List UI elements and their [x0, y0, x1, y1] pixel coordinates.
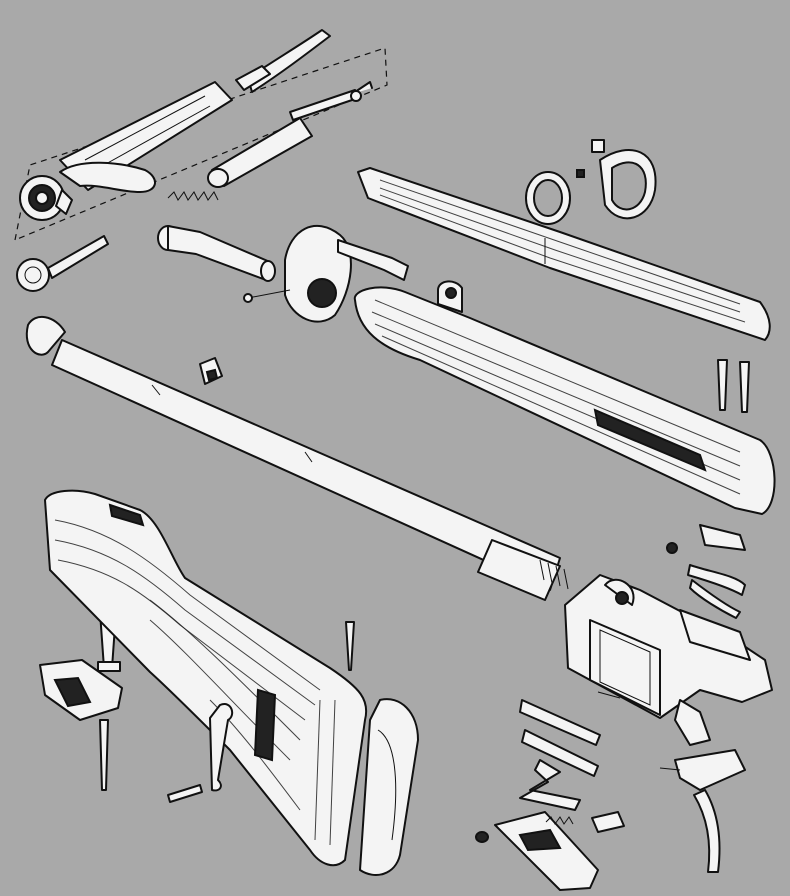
barrel	[25, 316, 569, 601]
recoil-spring-guide	[207, 117, 313, 188]
forend	[353, 280, 776, 515]
firing-pin	[289, 81, 373, 121]
magazine-springs	[475, 699, 625, 891]
butt-stock	[44, 489, 368, 867]
ejector-spring	[167, 191, 219, 201]
handguard	[357, 167, 771, 341]
front-sight	[199, 357, 223, 385]
bolt-alignment-guide	[14, 47, 388, 241]
sling-swivel	[525, 139, 657, 225]
gas-cylinder	[157, 225, 276, 282]
bolt	[19, 81, 233, 221]
trigger	[659, 524, 746, 873]
receiver	[564, 574, 773, 719]
butt-plate	[359, 698, 419, 876]
trigger-guard	[39, 659, 123, 721]
gas-block	[243, 224, 409, 323]
bolt-face-plug	[16, 235, 109, 292]
extractor	[235, 29, 331, 93]
